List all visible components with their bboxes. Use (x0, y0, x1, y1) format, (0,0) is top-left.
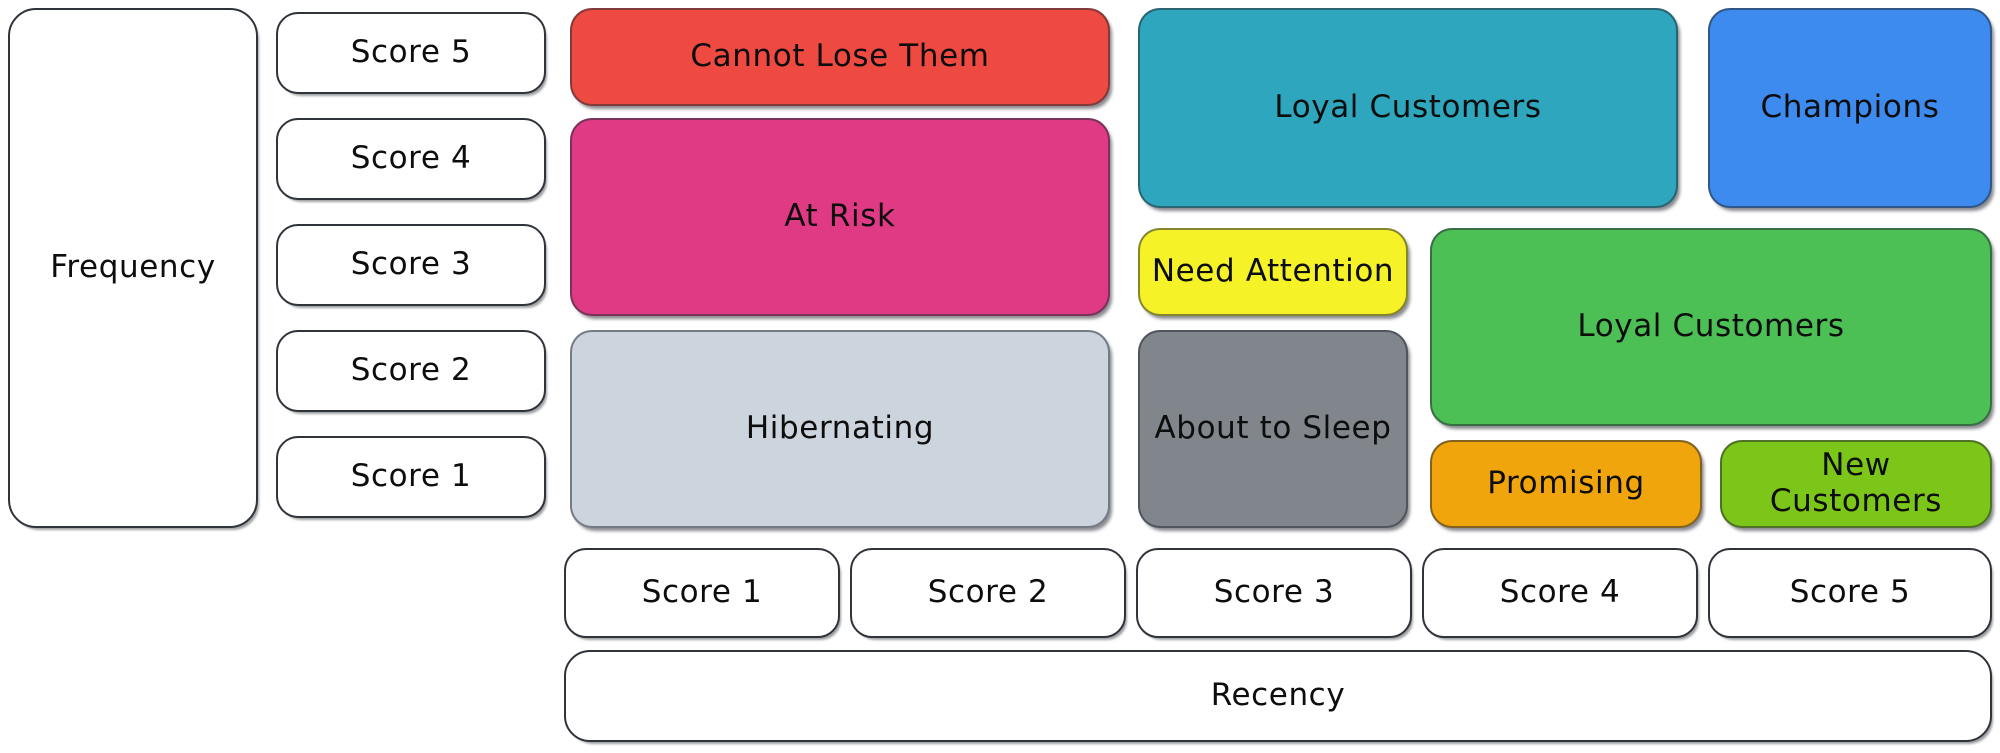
recency-axis-text: Recency (1210, 677, 1346, 714)
recency-tick-score-3-text: Score 3 (1213, 574, 1335, 611)
segment-champions-label: Champions (1760, 89, 1940, 126)
frequency-tick-score-1-text: Score 1 (350, 458, 472, 495)
frequency-tick-score-4: Score 4 (276, 118, 546, 200)
recency-tick-score-3: Score 3 (1136, 548, 1412, 638)
segment-loyal-customers-teal[interactable]: Loyal Customers (1138, 8, 1678, 208)
segment-need-attention[interactable]: Need Attention (1138, 228, 1408, 316)
recency-tick-score-5: Score 5 (1708, 548, 1992, 638)
recency-tick-score-1: Score 1 (564, 548, 840, 638)
frequency-tick-score-2: Score 2 (276, 330, 546, 412)
frequency-tick-score-2-text: Score 2 (350, 352, 472, 389)
segment-champions[interactable]: Champions (1708, 8, 1992, 208)
recency-tick-score-5-text: Score 5 (1789, 574, 1911, 611)
segment-about-to-sleep[interactable]: About to Sleep (1138, 330, 1408, 528)
frequency-tick-score-5-text: Score 5 (350, 34, 472, 71)
segment-at-risk[interactable]: At Risk (570, 118, 1110, 316)
frequency-tick-score-1: Score 1 (276, 436, 546, 518)
segment-new-customers-label: New Customers (1769, 447, 1943, 519)
recency-tick-score-4-text: Score 4 (1499, 574, 1621, 611)
frequency-tick-score-3: Score 3 (276, 224, 546, 306)
segment-loyal-customers-green-label: Loyal Customers (1577, 308, 1845, 345)
segment-cannot-lose-them[interactable]: Cannot Lose Them (570, 8, 1110, 106)
frequency-tick-score-4-text: Score 4 (350, 140, 472, 177)
segment-loyal-customers-green[interactable]: Loyal Customers (1430, 228, 1992, 426)
recency-tick-score-2-text: Score 2 (927, 574, 1049, 611)
recency-axis-label: Recency (564, 650, 1992, 742)
frequency-tick-score-5: Score 5 (276, 12, 546, 94)
segment-promising[interactable]: Promising (1430, 440, 1702, 528)
frequency-axis-label: Frequency (8, 8, 258, 528)
segment-hibernating[interactable]: Hibernating (570, 330, 1110, 528)
recency-tick-score-4: Score 4 (1422, 548, 1698, 638)
segment-hibernating-label: Hibernating (745, 410, 935, 447)
frequency-tick-score-3-text: Score 3 (350, 246, 472, 283)
recency-tick-score-1-text: Score 1 (641, 574, 763, 611)
segment-new-customers[interactable]: New Customers (1720, 440, 1992, 528)
segment-at-risk-label: At Risk (784, 198, 896, 235)
segment-loyal-customers-teal-label: Loyal Customers (1274, 89, 1542, 126)
segment-about-to-sleep-label: About to Sleep (1154, 410, 1392, 447)
segment-promising-label: Promising (1487, 465, 1645, 502)
frequency-axis-text: Frequency (50, 249, 216, 286)
segment-cannot-lose-them-label: Cannot Lose Them (690, 38, 990, 75)
segment-need-attention-label: Need Attention (1151, 253, 1395, 290)
recency-tick-score-2: Score 2 (850, 548, 1126, 638)
